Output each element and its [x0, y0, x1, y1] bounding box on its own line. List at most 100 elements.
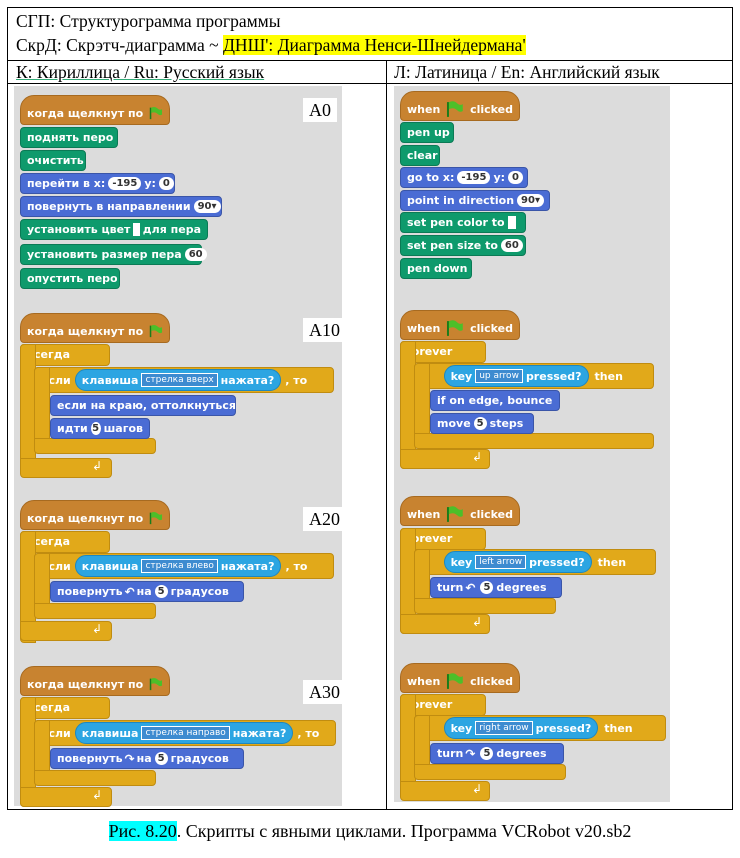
key-dropdown[interactable]: left arrow [475, 555, 527, 569]
color-swatch[interactable] [507, 216, 516, 229]
when-flag-clicked-block[interactable]: когда щелкнут по [20, 95, 170, 125]
when-flag-clicked-block[interactable]: when clicked [400, 310, 520, 340]
when-flag-clicked-text: когда щелкнут по [27, 324, 144, 338]
color-swatch[interactable] [133, 223, 140, 236]
steps-label: steps [489, 417, 524, 430]
pen-up-block[interactable]: поднять перо [20, 127, 118, 148]
key-dropdown[interactable]: right arrow [475, 721, 533, 735]
pen-down-block[interactable]: опустить перо [20, 268, 120, 289]
rotate-cw-icon: ↷ [124, 751, 135, 766]
forever-block[interactable]: forever [400, 694, 486, 716]
when-flag-clicked-text: когда щелкнут по [27, 511, 144, 525]
size-input[interactable]: 60 [500, 239, 523, 252]
degrees-input[interactable]: 5 [480, 581, 494, 594]
label-a30: А30 [303, 680, 346, 704]
degrees-input[interactable]: 5 [154, 752, 168, 765]
clear-block[interactable]: clear [400, 145, 440, 166]
pressed-label: pressed? [525, 369, 582, 383]
key-label: key [450, 369, 473, 383]
degrees-label: degrees [496, 581, 547, 594]
when-flag-clicked-block[interactable]: when clicked [400, 91, 520, 121]
rotate-cw-icon: ↷ [465, 746, 476, 761]
bounce-block[interactable]: если на краю, оттолкнуться [50, 395, 236, 416]
header-line-1: СГП: Структурограмма программы [16, 11, 281, 31]
when-flag-clicked-block[interactable]: когда щелкнут по [20, 313, 170, 343]
forever-block[interactable]: forever [400, 341, 486, 363]
pen-up-block[interactable]: pen up [400, 122, 454, 143]
steps-input[interactable]: 5 [90, 422, 101, 435]
key-dropdown[interactable]: up arrow [475, 369, 523, 383]
key-label: клавиша [81, 726, 139, 740]
forever-block[interactable]: всегда [20, 344, 110, 366]
clicked-label: clicked [470, 674, 513, 688]
direction-input[interactable]: 90▾ [517, 194, 544, 207]
set-color-label: set pen color to [407, 216, 505, 229]
turn-label: turn [437, 581, 464, 594]
forever-end [20, 787, 112, 807]
label-a0: А0 [303, 98, 337, 122]
direction-input[interactable]: 90▾ [193, 200, 221, 213]
clear-block[interactable]: очистить [20, 150, 86, 171]
goto-y-input[interactable]: 0 [158, 177, 174, 190]
when-label: when [407, 321, 441, 335]
steps-input[interactable]: 5 [473, 417, 487, 430]
pen-down-block[interactable]: pen down [400, 258, 472, 279]
divider [8, 83, 732, 84]
goto-x-input[interactable]: -195 [108, 177, 142, 190]
clicked-label: clicked [470, 321, 513, 335]
goto-label: go to x: [407, 171, 455, 184]
steps-label: шагов [103, 422, 143, 435]
degrees-input[interactable]: 5 [480, 747, 494, 760]
key-dropdown[interactable]: стрелка направо [141, 726, 230, 740]
goto-label: перейти в x: [27, 177, 106, 190]
bounce-block[interactable]: if on edge, bounce [430, 390, 560, 411]
key-dropdown[interactable]: стрелка влево [141, 559, 218, 573]
degrees-label: градусов [170, 585, 229, 598]
when-flag-clicked-block[interactable]: когда щелкнут по [20, 500, 170, 530]
forever-block[interactable]: всегда [20, 697, 110, 719]
size-input[interactable]: 60 [184, 248, 207, 261]
then-label: then [597, 555, 627, 569]
when-label: when [407, 102, 441, 116]
forever-label: forever [407, 345, 453, 358]
degrees-input[interactable]: 5 [154, 585, 168, 598]
if-arm [34, 367, 50, 449]
goto-x-input[interactable]: -195 [457, 171, 491, 184]
key-dropdown[interactable]: стрелка вверх [141, 373, 218, 387]
when-flag-clicked-block[interactable]: когда щелкнут по [20, 666, 170, 696]
column-header-right: Л: Латиница / En: Английский язык [394, 61, 660, 84]
when-flag-clicked-text: когда щелкнут по [27, 106, 144, 120]
set-pen-color-block[interactable]: set pen color to [400, 212, 526, 233]
goto-y-input[interactable]: 0 [508, 171, 523, 184]
clicked-label: clicked [470, 102, 513, 116]
loop-arrow-icon: ↲ [472, 450, 483, 464]
forever-block[interactable]: всегда [20, 531, 110, 553]
